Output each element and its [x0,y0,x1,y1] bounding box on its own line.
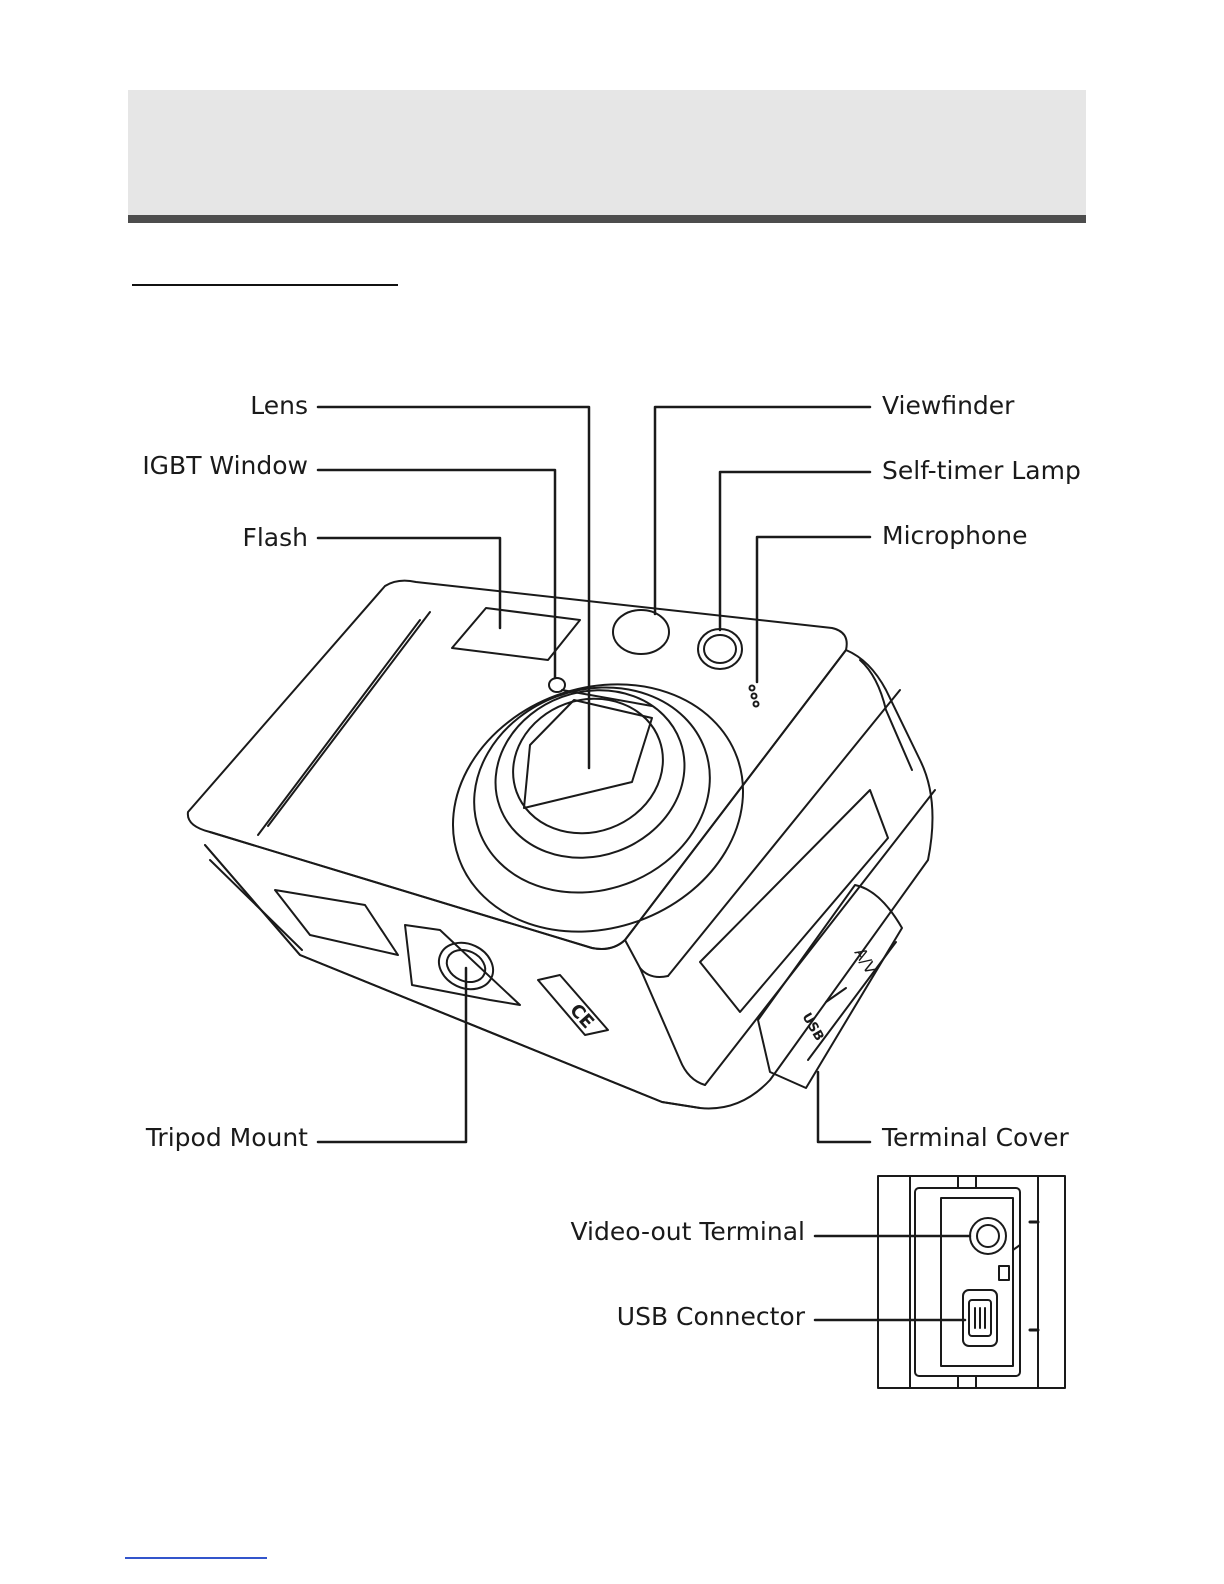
lens-barrel [418,645,778,972]
terminal-inset [878,1176,1065,1388]
label-microphone: Microphone [882,521,1028,551]
footer-link-underline [125,1557,267,1559]
label-igbt-window: IGBT Window [120,451,308,481]
terminal-cover-leader [818,1072,870,1142]
label-video-out-terminal: Video-out Terminal [540,1217,805,1247]
cover-usb-marking: USB [799,1011,827,1044]
label-self-timer-lamp: Self-timer Lamp [882,456,1081,486]
label-lens: Lens [150,391,308,421]
tripod-leader [318,968,466,1142]
igbt-leader [318,470,555,678]
label-flash: Flash [150,523,308,553]
leader-lines [318,407,970,1320]
label-tripod-mount: Tripod Mount [110,1123,308,1153]
terminal-cover-shape [758,885,902,1088]
flash-window [452,608,580,660]
self-timer-leader [720,472,870,630]
microphone-leader [757,537,870,682]
label-usb-connector: USB Connector [560,1302,805,1332]
label-terminal-cover: Terminal Cover [882,1123,1069,1153]
viewfinder-window [613,610,669,654]
ce-mark: CE [565,1000,598,1033]
viewfinder-leader [655,407,870,614]
flash-leader [318,538,500,628]
video-out-jack [970,1218,1006,1254]
lens-leader [318,407,589,768]
label-viewfinder: Viewfinder [882,391,1014,421]
